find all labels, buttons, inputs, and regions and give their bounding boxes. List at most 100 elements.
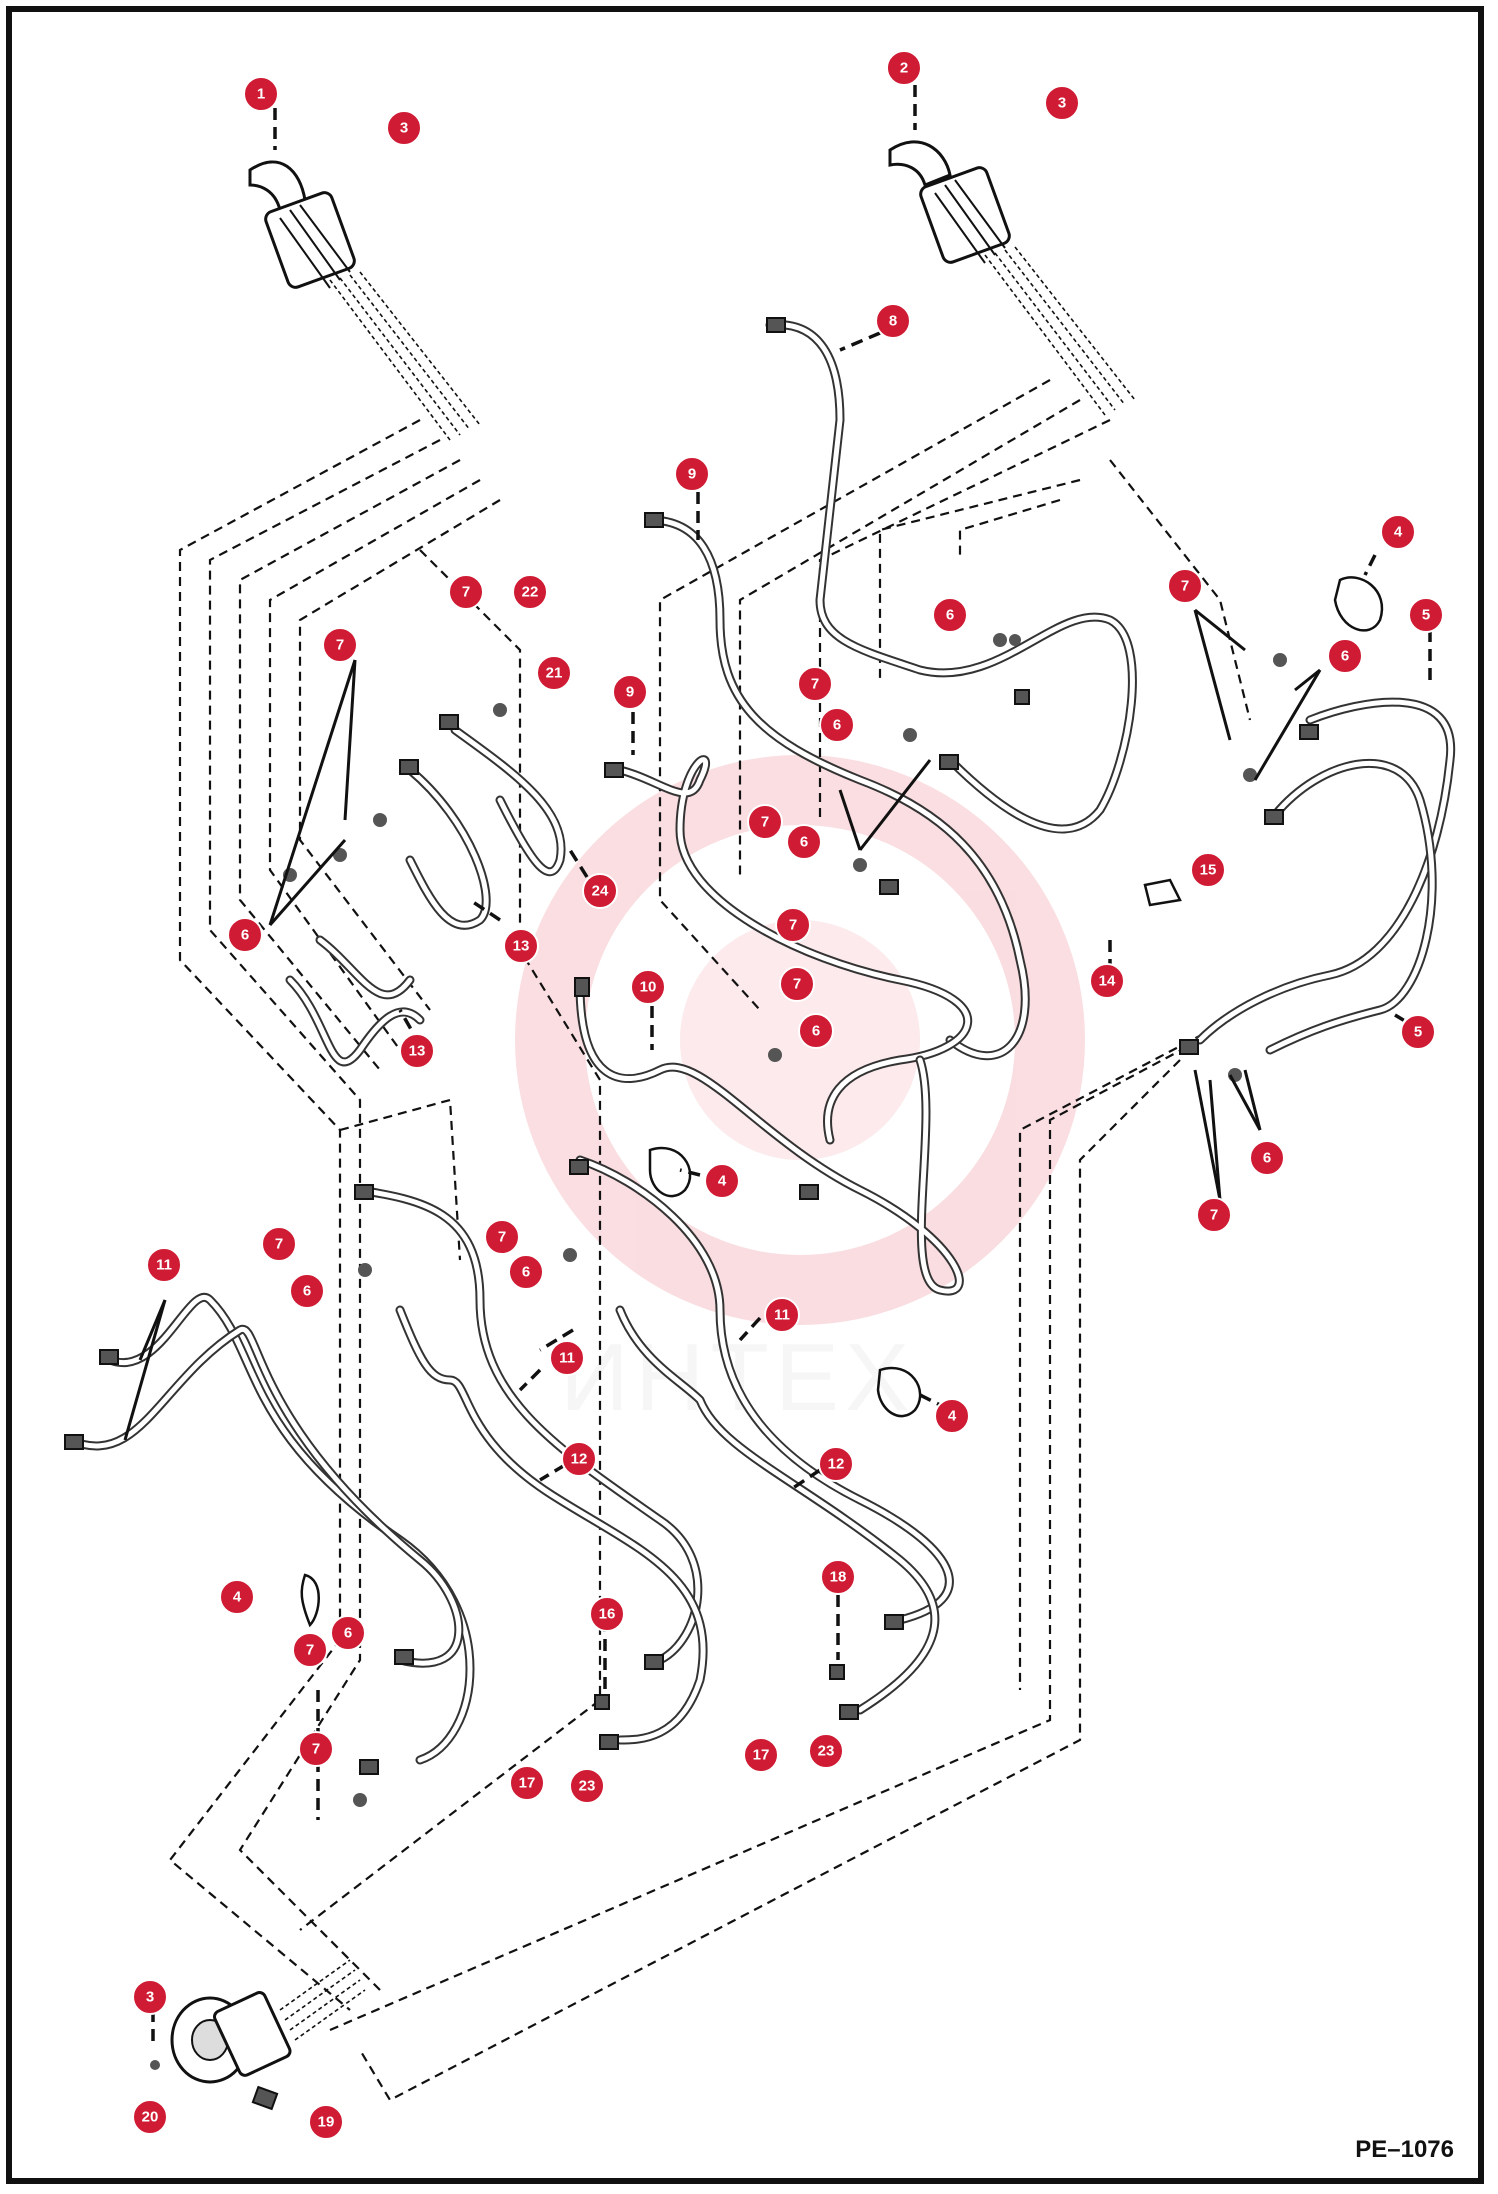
callout-7[interactable]: 7 xyxy=(448,574,484,610)
callout-17[interactable]: 17 xyxy=(743,1737,779,1773)
svg-text:12: 12 xyxy=(828,1456,845,1473)
callout-5[interactable]: 5 xyxy=(1408,597,1444,633)
callout-7[interactable]: 7 xyxy=(298,1731,334,1767)
svg-text:7: 7 xyxy=(275,1236,283,1253)
svg-text:7: 7 xyxy=(1210,1207,1218,1224)
callout-6[interactable]: 6 xyxy=(1327,638,1363,674)
callout-6[interactable]: 6 xyxy=(508,1254,544,1290)
svg-text:10: 10 xyxy=(640,979,657,996)
leader-lines xyxy=(123,85,1432,2045)
o-rings xyxy=(300,576,1384,1628)
callout-11[interactable]: 11 xyxy=(146,1247,182,1283)
callout-6[interactable]: 6 xyxy=(1249,1140,1285,1176)
svg-text:6: 6 xyxy=(1341,648,1349,665)
callout-5[interactable]: 5 xyxy=(1400,1014,1436,1050)
callout-7[interactable]: 7 xyxy=(1196,1197,1232,1233)
callout-7[interactable]: 7 xyxy=(484,1219,520,1255)
callout-7[interactable]: 7 xyxy=(747,804,783,840)
callout-6[interactable]: 6 xyxy=(798,1013,834,1049)
callout-4[interactable]: 4 xyxy=(219,1579,255,1615)
callout-24[interactable]: 24 xyxy=(582,873,618,909)
valve-assembly xyxy=(150,1959,366,2111)
svg-text:7: 7 xyxy=(498,1229,506,1246)
callout-23[interactable]: 23 xyxy=(808,1733,844,1769)
callout-18[interactable]: 18 xyxy=(820,1559,856,1595)
svg-text:17: 17 xyxy=(753,1747,770,1764)
callout-2[interactable]: 2 xyxy=(886,50,922,86)
callout-4[interactable]: 4 xyxy=(704,1163,740,1199)
callout-3[interactable]: 3 xyxy=(386,110,422,146)
callout-6[interactable]: 6 xyxy=(786,824,822,860)
left-joystick xyxy=(248,160,481,441)
callout-7[interactable]: 7 xyxy=(1167,568,1203,604)
svg-text:7: 7 xyxy=(306,1642,314,1659)
svg-text:13: 13 xyxy=(513,938,530,955)
callout-7[interactable]: 7 xyxy=(797,666,833,702)
callout-6[interactable]: 6 xyxy=(932,597,968,633)
callout-11[interactable]: 11 xyxy=(549,1340,585,1376)
svg-text:7: 7 xyxy=(761,814,769,831)
callout-13[interactable]: 13 xyxy=(503,928,539,964)
callout-19[interactable]: 19 xyxy=(308,2104,344,2140)
callout-17[interactable]: 17 xyxy=(509,1765,545,1801)
callout-16[interactable]: 16 xyxy=(589,1596,625,1632)
callout-20[interactable]: 20 xyxy=(132,2099,168,2135)
hoses xyxy=(65,320,1456,1765)
callout-22[interactable]: 22 xyxy=(512,574,548,610)
callout-1[interactable]: 1 xyxy=(243,76,279,112)
callout-7[interactable]: 7 xyxy=(261,1226,297,1262)
svg-text:5: 5 xyxy=(1414,1024,1422,1041)
svg-text:7: 7 xyxy=(312,1741,320,1758)
callout-6[interactable]: 6 xyxy=(227,917,263,953)
svg-text:17: 17 xyxy=(519,1775,536,1792)
callout-13[interactable]: 13 xyxy=(399,1033,435,1069)
svg-text:9: 9 xyxy=(688,466,696,483)
callout-6[interactable]: 6 xyxy=(289,1273,325,1309)
svg-text:2: 2 xyxy=(900,60,908,77)
callout-11[interactable]: 11 xyxy=(764,1297,800,1333)
svg-text:6: 6 xyxy=(1263,1150,1271,1167)
svg-text:7: 7 xyxy=(811,676,819,693)
callout-21[interactable]: 21 xyxy=(536,655,572,691)
callouts: 1 2 3 3 3 4 4 4 4 5 5 6 6 6 6 6 6 6 6 6 … xyxy=(132,50,1444,2140)
svg-text:7: 7 xyxy=(793,976,801,993)
callout-14[interactable]: 14 xyxy=(1089,963,1125,999)
callout-23[interactable]: 23 xyxy=(569,1768,605,1804)
callout-4[interactable]: 4 xyxy=(934,1398,970,1434)
callout-9[interactable]: 9 xyxy=(674,456,710,492)
svg-text:1: 1 xyxy=(257,86,265,103)
svg-text:6: 6 xyxy=(833,717,841,734)
callout-9[interactable]: 9 xyxy=(612,674,648,710)
svg-text:14: 14 xyxy=(1099,973,1116,990)
callout-7[interactable]: 7 xyxy=(779,966,815,1002)
callout-7[interactable]: 7 xyxy=(463,584,471,601)
svg-text:6: 6 xyxy=(812,1023,820,1040)
callout-3[interactable]: 3 xyxy=(132,1979,168,2015)
callout-12[interactable]: 12 xyxy=(561,1441,597,1477)
callout-7[interactable]: 7 xyxy=(292,1632,328,1668)
watermark: ИНТЕХ xyxy=(515,755,1085,1431)
svg-text:4: 4 xyxy=(1394,524,1403,541)
callout-10[interactable]: 10 xyxy=(630,969,666,1005)
svg-text:6: 6 xyxy=(303,1283,311,1300)
callout-3[interactable]: 3 xyxy=(1044,85,1080,121)
callout-6[interactable]: 6 xyxy=(330,1615,366,1651)
svg-text:11: 11 xyxy=(559,1350,575,1367)
watermark-text: ИНТЕХ xyxy=(560,1324,915,1431)
callout-15[interactable]: 15 xyxy=(1190,852,1226,888)
callout-7[interactable]: 7 xyxy=(775,907,811,943)
svg-text:22: 22 xyxy=(522,584,539,601)
callout-7[interactable]: 7 xyxy=(322,627,358,663)
callout-6[interactable]: 6 xyxy=(819,707,855,743)
svg-text:18: 18 xyxy=(830,1569,847,1586)
svg-text:6: 6 xyxy=(522,1264,530,1281)
svg-text:15: 15 xyxy=(1200,862,1217,879)
callout-4[interactable]: 4 xyxy=(1380,514,1416,550)
svg-text:24: 24 xyxy=(592,883,609,900)
svg-text:4: 4 xyxy=(233,1589,242,1606)
callout-12[interactable]: 12 xyxy=(818,1446,854,1482)
svg-text:19: 19 xyxy=(318,2114,335,2131)
svg-text:3: 3 xyxy=(1058,95,1066,112)
callout-8[interactable]: 8 xyxy=(875,303,911,339)
